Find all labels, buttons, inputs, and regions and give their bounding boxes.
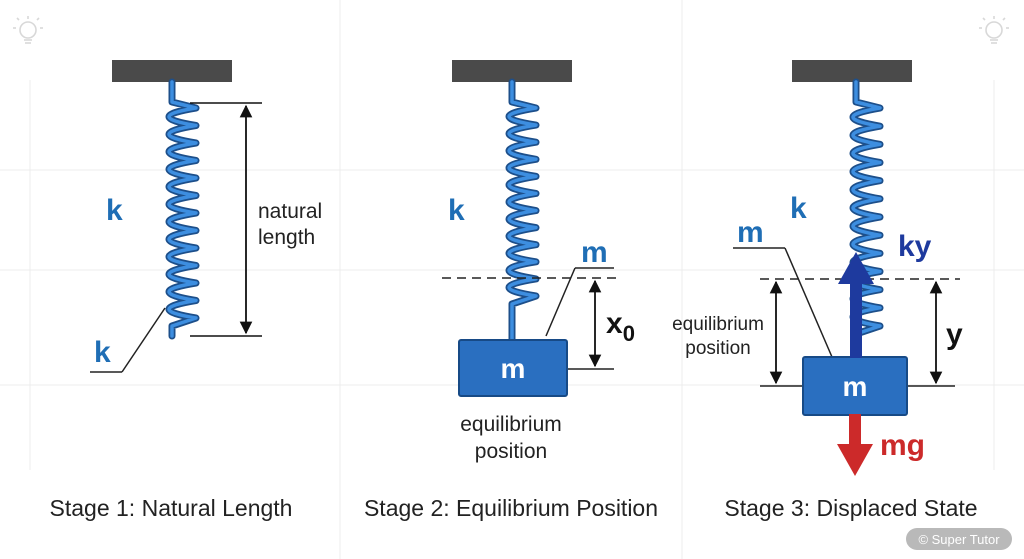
stage3-position-label-line2: position [685,338,751,359]
stage3-weight-arrow [837,414,873,476]
stage1-panel: k k natural length Stage 1: Natural Leng… [50,60,322,521]
stage2-mass-label: m [501,353,526,384]
stage2-caption: Stage 2: Equilibrium Position [364,495,658,521]
stage3-panel: k m equilibrium position m ky mg y Stage… [672,60,978,521]
stage2-position-label-line2: position [475,440,547,463]
stage2-position-label-line1: equilibrium [460,413,562,436]
stage2-panel: k m m x0 equilibrium position Stage 2: E… [364,60,658,521]
stage3-caption: Stage 3: Displaced State [724,495,977,521]
stage2-ceiling [452,60,572,82]
stage1-spring-label: k [106,194,123,227]
stage2-pointer-leader [545,267,576,337]
stage3-ceiling [792,60,912,82]
stage1-ceiling [112,60,232,82]
stage3-pointer-label: m [737,216,764,249]
stage1-pointer-leader [121,307,166,373]
stage1-caption: Stage 1: Natural Length [50,495,293,521]
stage2-displacement-label: x0 [606,307,635,346]
stage1-dimension-label-line1: natural [258,200,322,223]
stage1-dimension-label-line2: length [258,226,315,249]
stage2-spring-label: k [448,194,465,227]
lightbulb-icon [13,16,43,44]
watermark-badge: © Super Tutor [906,528,1012,550]
stage3-spring-force-label: ky [898,230,932,263]
stage2-displacement-subscript: 0 [623,321,635,346]
stage3-displacement-label: y [946,318,963,351]
stage1-spring-highlight [167,80,198,338]
stage3-spring-label: k [790,192,807,225]
stage2-pointer-label: m [581,236,608,269]
lightbulb-icon [979,16,1009,44]
stage3-spring-highlight [851,80,882,359]
stage3-spring-force-arrow [838,252,874,358]
stage2-spring-highlight [507,80,538,342]
stage3-weight-label: mg [880,429,925,462]
stage3-mass-label: m [843,371,868,402]
stage1-pointer-label: k [94,336,111,369]
stage2-mass-block [458,339,568,397]
stage3-pointer-leader [784,247,833,358]
watermark-text: © Super Tutor [918,532,1000,547]
stage3-position-label-line1: equilibrium [672,314,764,335]
